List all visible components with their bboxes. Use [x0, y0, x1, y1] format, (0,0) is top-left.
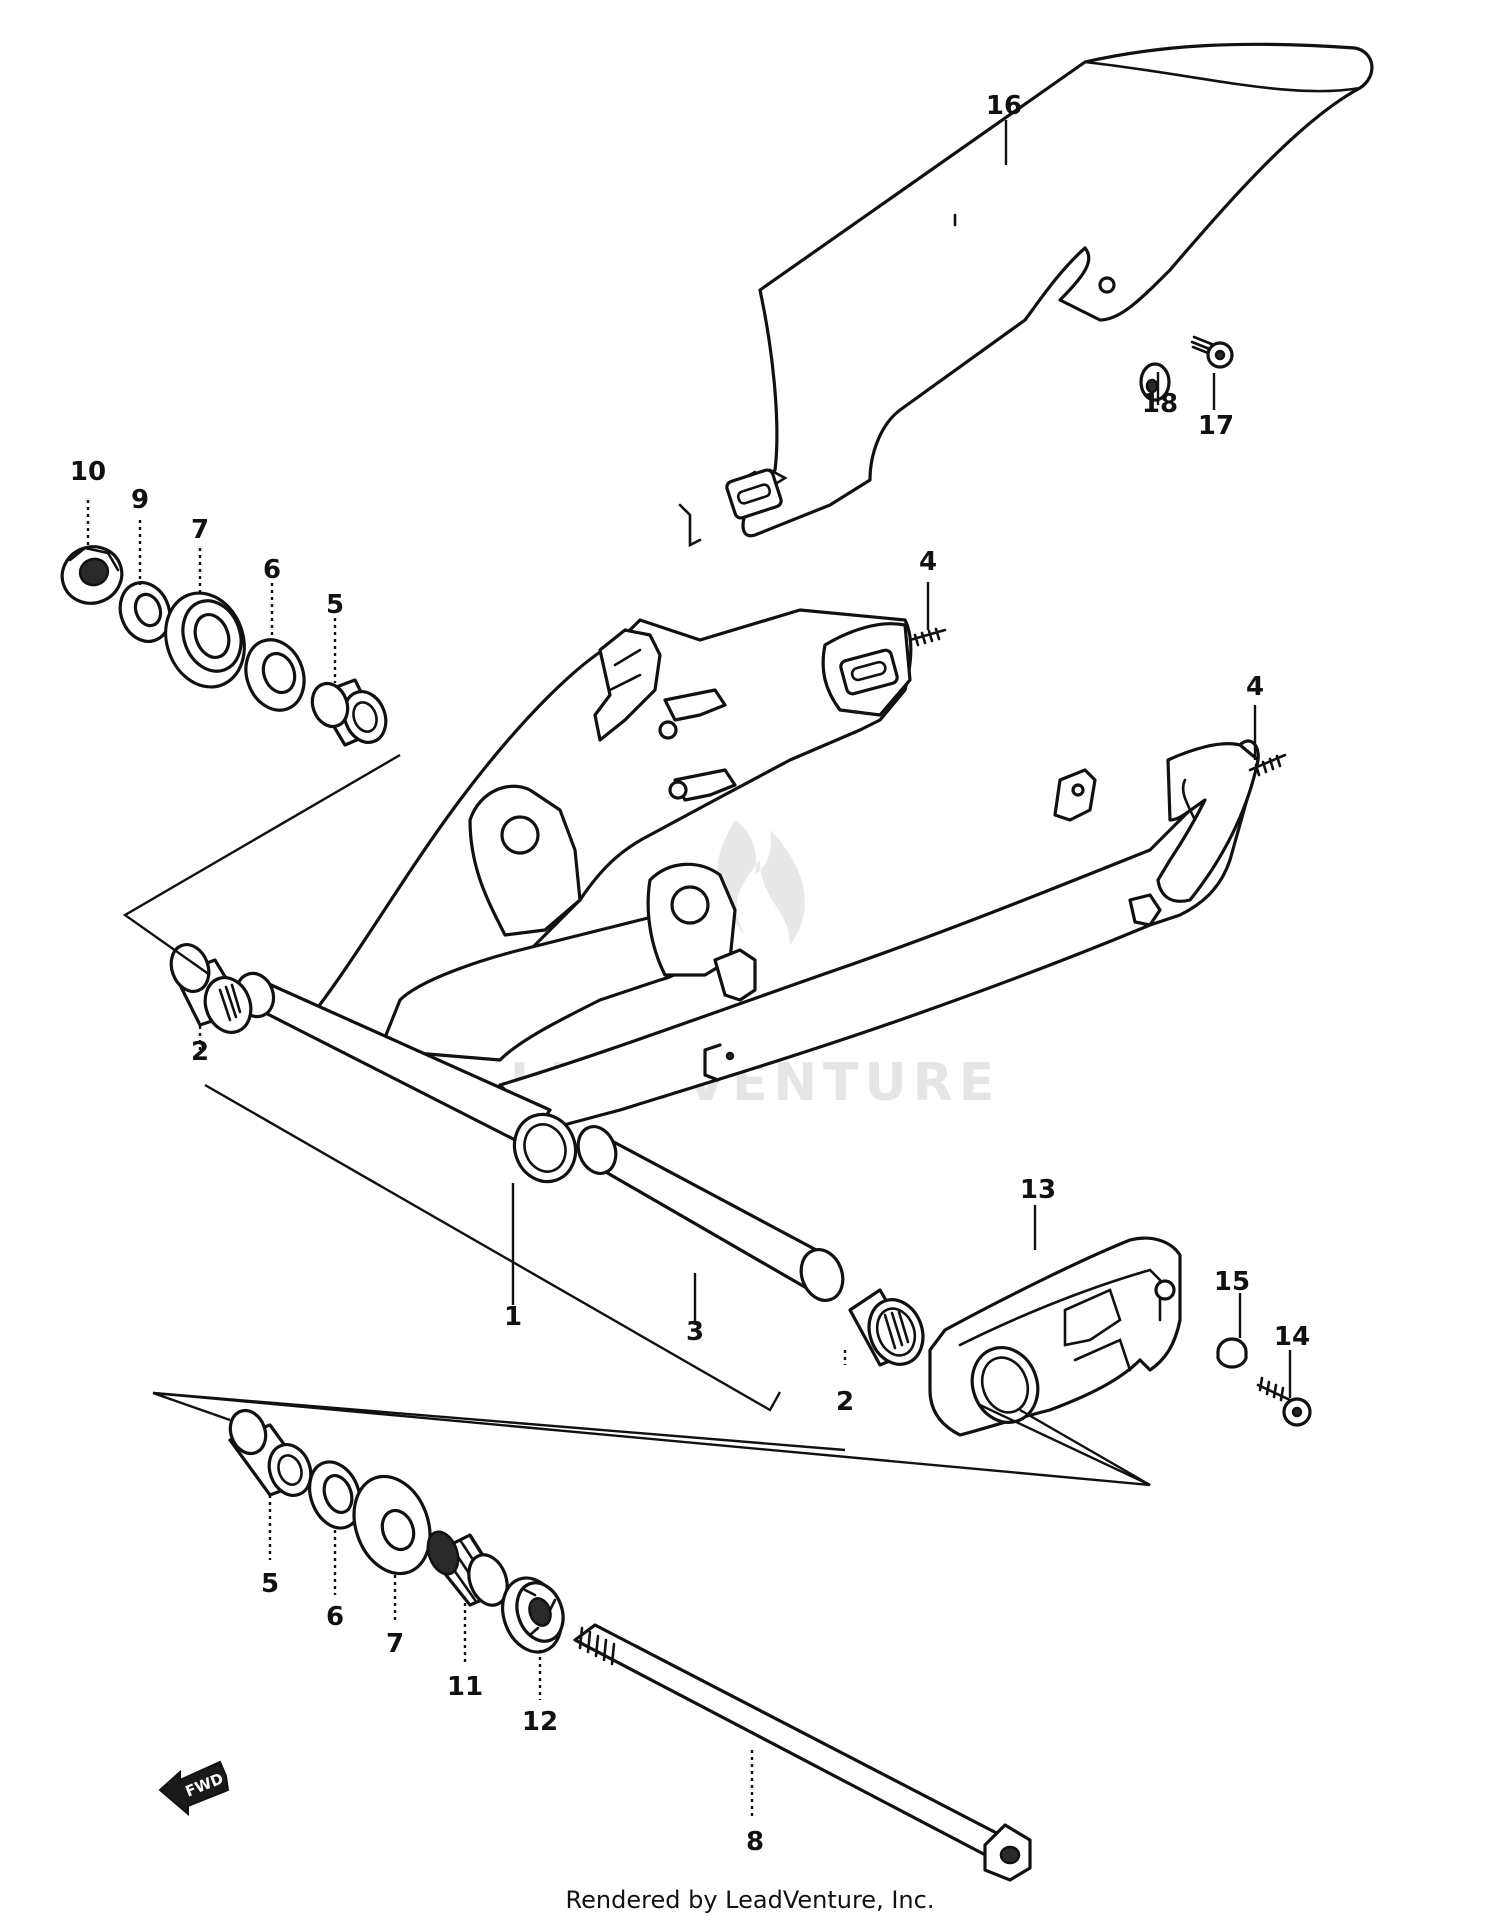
spacer-15 [1216, 1337, 1248, 1369]
callout-2a: 2 [191, 1037, 209, 1067]
callout-10: 10 [70, 457, 106, 487]
callout-18: 18 [1142, 389, 1178, 419]
adjuster-bolt-4b [1248, 753, 1287, 777]
leader-lines [86, 120, 1292, 1820]
forward-direction-arrow: FWD [158, 1760, 230, 1817]
bearing-7b [352, 1474, 432, 1576]
chain-case [678, 42, 1374, 548]
callout-5a: 5 [326, 590, 344, 620]
callout-6a: 6 [263, 555, 281, 585]
callout-11: 11 [447, 1672, 483, 1702]
callout-8: 8 [746, 1827, 764, 1857]
callout-5b: 5 [261, 1569, 279, 1599]
bolt-14 [1256, 1376, 1312, 1427]
callout-14: 14 [1274, 1322, 1310, 1352]
spacer-5b [228, 1408, 313, 1497]
callout-4b: 4 [1246, 672, 1264, 702]
needle-bearing-2a [169, 943, 253, 1034]
swingarm [234, 608, 1260, 1184]
castle-nut-12 [501, 1576, 565, 1654]
threaded-sleeve-11 [426, 1530, 509, 1607]
adjuster-bolt-4a [908, 627, 947, 647]
callout-12: 12 [522, 1707, 558, 1737]
bearing-7a [164, 591, 246, 689]
spacer-5a [310, 678, 388, 747]
callout-7b: 7 [386, 1629, 404, 1659]
callout-6b: 6 [326, 1602, 344, 1632]
callout-7a: 7 [191, 515, 209, 545]
callout-2b: 2 [836, 1387, 854, 1417]
callout-16: 16 [986, 91, 1022, 121]
pivot-axle-8 [573, 1623, 1032, 1882]
needle-bearing-2b [848, 1288, 925, 1367]
spacer-tube-3 [576, 1125, 845, 1302]
callout-4a: 4 [919, 547, 937, 577]
callouts: 16 18 17 10 9 7 6 5 4 4 2 13 1 3 15 14 2… [70, 91, 1310, 1857]
callout-1: 1 [504, 1302, 522, 1332]
callout-17: 17 [1198, 411, 1234, 441]
screw-17 [1190, 335, 1234, 369]
callout-15: 15 [1214, 1267, 1250, 1297]
callout-13: 13 [1020, 1175, 1056, 1205]
chain-adjuster-plate-13 [928, 1236, 1182, 1437]
washer-9 [118, 581, 172, 643]
callout-3: 3 [686, 1317, 704, 1347]
nut-10 [60, 545, 124, 605]
seal-6a [244, 638, 306, 712]
seal-6b [308, 1460, 362, 1530]
render-credit: Rendered by LeadVenture, Inc. [565, 1886, 935, 1914]
callout-9: 9 [131, 485, 149, 515]
